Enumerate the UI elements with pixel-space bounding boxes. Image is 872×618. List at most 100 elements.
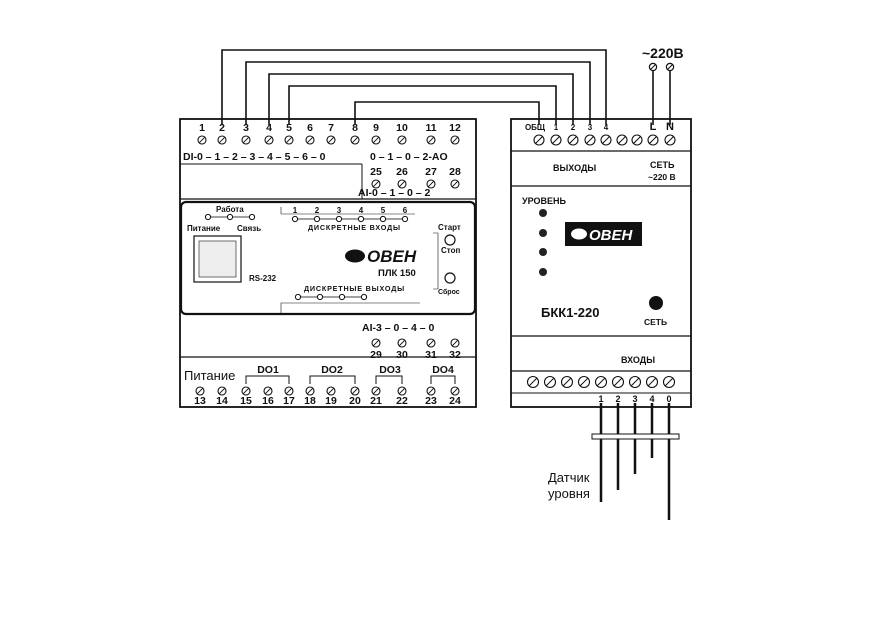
bkk-top-terminal-screw[interactable]	[664, 134, 676, 146]
bkk-net-led-label: СЕТЬ	[644, 317, 667, 327]
bkk-top-label: 2	[571, 123, 576, 132]
plc-bottom-terminal-screw[interactable]	[284, 386, 294, 396]
plc-bottom-terminal-number: 22	[396, 395, 408, 407]
bkk-bottom-terminal-screw[interactable]	[611, 375, 625, 389]
bkk-top-terminal-screw[interactable]	[533, 134, 545, 146]
plc-do-label: DO1	[257, 364, 279, 376]
bkk-bottom-terminal-screw[interactable]	[628, 375, 642, 389]
plc-ai-terminal-screw[interactable]	[426, 338, 436, 348]
plc-bottom-terminal-screw[interactable]	[350, 386, 360, 396]
plc-top-terminal-screw[interactable]	[371, 135, 381, 145]
plc-ai-terminal-number: 30	[396, 349, 408, 361]
plc-ai-terminal-screw[interactable]	[397, 338, 407, 348]
plc-bottom-terminal-screw[interactable]	[450, 386, 460, 396]
bkk-bottom-terminal-screw[interactable]	[594, 375, 608, 389]
bkk-inputs-label: ВХОДЫ	[621, 355, 655, 365]
plc-top-terminal-screw[interactable]	[217, 135, 227, 145]
plc-to-bkk-wires	[221, 49, 607, 125]
plc-do-label: DO4	[432, 364, 454, 376]
bkk-net-led	[649, 296, 663, 310]
bkk-top-terminal-screw[interactable]	[647, 134, 659, 146]
bkk-bottom-terminals	[526, 375, 676, 389]
plc-top-terminal-screw[interactable]	[450, 135, 460, 145]
bkk-top-terminals	[533, 134, 676, 146]
plc-ai-terminal-number: 29	[370, 349, 382, 361]
bkk-bottom-terminal-screw[interactable]	[577, 375, 591, 389]
sensor-mount-bar	[591, 433, 680, 440]
bkk-top-label: N	[666, 121, 674, 133]
bkk-net-label: СЕТЬ	[650, 160, 675, 170]
plc-mid-terminal-screw[interactable]	[426, 179, 436, 189]
plc-top-terminal-number: 10	[396, 122, 408, 134]
plc-mid-terminal-screw[interactable]	[450, 179, 460, 189]
plc-top-terminal-screw[interactable]	[264, 135, 274, 145]
bkk-bottom-terminal-screw[interactable]	[645, 375, 659, 389]
bkk-bottom-label: 4	[649, 394, 654, 404]
plc-mid-terminal-screw[interactable]	[371, 179, 381, 189]
plc-bottom-terminal-number: 18	[304, 395, 316, 407]
plc-ai-terminal-number: 31	[425, 349, 437, 361]
plc-ai-terminal-screw[interactable]	[450, 338, 460, 348]
plc-ai-terminal-number: 32	[449, 349, 461, 361]
bkk-top-terminal-screw[interactable]	[631, 134, 643, 146]
plc-di-led	[335, 215, 343, 223]
plc-reset-button[interactable]	[444, 272, 456, 284]
plc-ai-top-row: AI-0 – 1 – 0 – 2	[358, 187, 431, 199]
bkk-top-label: ОБЩ	[525, 123, 546, 132]
plc-start-stop-button[interactable]	[444, 234, 456, 246]
bkk-bottom-terminal-screw[interactable]	[560, 375, 574, 389]
bkk-top-terminal-screw[interactable]	[567, 134, 579, 146]
bkk-level-leds	[539, 209, 547, 276]
plc-top-terminal-screw[interactable]	[426, 135, 436, 145]
bkk-top-terminal-screw[interactable]	[550, 134, 562, 146]
bkk-bottom-label: 0	[666, 394, 671, 404]
plc-top-terminal-number: 11	[425, 122, 436, 134]
bkk-top-terminal-screw[interactable]	[600, 134, 612, 146]
bkk-bottom-terminal-screw[interactable]	[526, 375, 540, 389]
plc-top-terminal-screw[interactable]	[397, 135, 407, 145]
plc-do-caption: ДИСКРЕТНЫЕ ВЫХОДЫ	[304, 284, 405, 293]
plc-mid-terminal-screw[interactable]	[397, 179, 407, 189]
plc-start-label: Старт	[438, 223, 461, 232]
plc-status-leds: Работа Питание Связь	[187, 205, 261, 233]
plc-bottom-terminal-screw[interactable]	[305, 386, 315, 396]
plc-ai-bottom-row: AI-3 – 0 – 4 – 0	[362, 322, 435, 334]
plc-top-terminal-screw[interactable]	[284, 135, 294, 145]
plc-bottom-terminal-number: 14	[216, 395, 228, 407]
bkk-top-terminal-screw[interactable]	[584, 134, 596, 146]
plc-bottom-terminal-screw[interactable]	[371, 386, 381, 396]
plc-top-terminal-screw[interactable]	[305, 135, 315, 145]
bkk-top-terminal-screw[interactable]	[616, 134, 628, 146]
bkk-top-label: 4	[604, 123, 609, 132]
plc-top-terminal-screw[interactable]	[241, 135, 251, 145]
bkk-top-label: 3	[588, 123, 593, 132]
bkk-bottom-label: 1	[598, 394, 603, 404]
plc-bottom-terminal-screw[interactable]	[195, 386, 205, 396]
plc-led-link-label: Связь	[237, 224, 261, 233]
plc-led-power-label: Питание	[187, 224, 221, 233]
plc-top-terminal-screw[interactable]	[326, 135, 336, 145]
plc-bottom-terminal-screw[interactable]	[217, 386, 227, 396]
plc-di-led	[291, 215, 299, 223]
plc-do-leds	[294, 293, 368, 301]
plc-ai-terminals: 29 30 31 32	[370, 338, 461, 361]
bkk-bottom-terminal-screw[interactable]	[543, 375, 557, 389]
plc-bottom-terminal-screw[interactable]	[426, 386, 436, 396]
plc-ai-terminal-screw[interactable]	[371, 338, 381, 348]
bkk-top-label: 1	[554, 123, 559, 132]
plc-stop-label: Стоп	[441, 246, 460, 255]
plc-di-row: DI-0 – 1 – 2 – 3 – 4 – 5 – 6 – 0	[183, 151, 326, 163]
sensor-label-line1: Датчик	[548, 470, 590, 485]
plc-top-terminal-number: 9	[373, 122, 379, 134]
plc-bottom-terminal-screw[interactable]	[326, 386, 336, 396]
plc-bottom-terminal-screw[interactable]	[397, 386, 407, 396]
plc-top-terminal-screw[interactable]	[350, 135, 360, 145]
bkk-bottom-terminal-screw[interactable]	[662, 375, 676, 389]
plc-top-terminal-screw[interactable]	[197, 135, 207, 145]
plc-do-label: DO2	[321, 364, 343, 376]
bkk-model-label: БКК1-220	[541, 305, 599, 320]
plc-bottom-terminal-screw[interactable]	[241, 386, 251, 396]
plc-bottom-terminal-screw[interactable]	[263, 386, 273, 396]
